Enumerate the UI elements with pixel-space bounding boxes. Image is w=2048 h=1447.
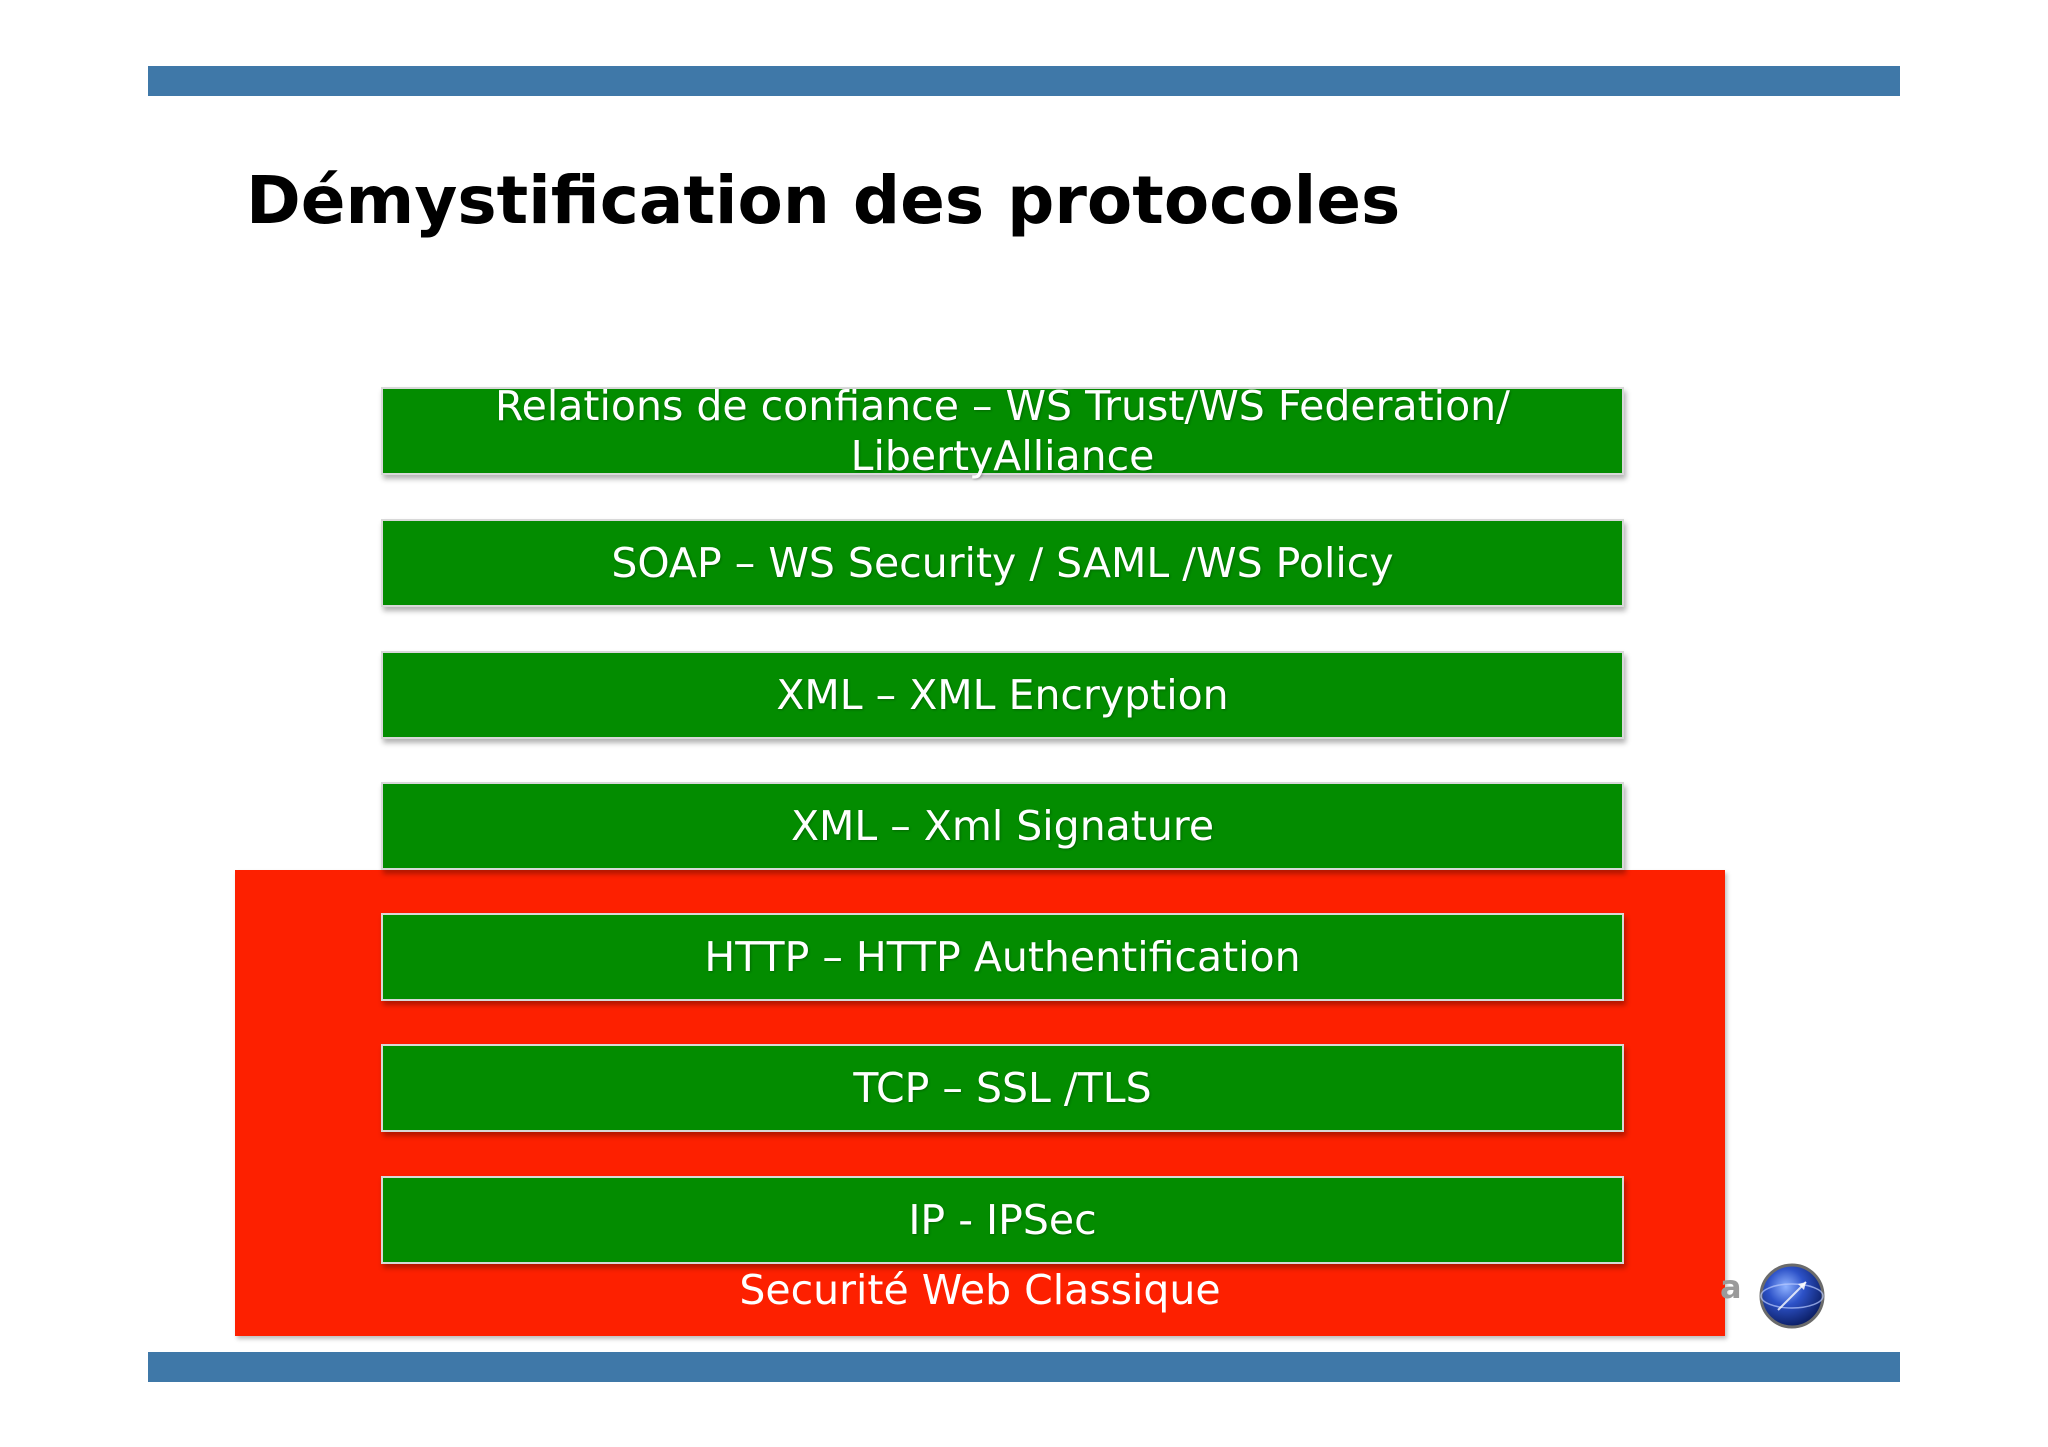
layer-xml-encryption: XML – XML Encryption bbox=[381, 651, 1624, 739]
bottom-footer-bar bbox=[148, 1352, 1900, 1382]
top-header-bar bbox=[148, 66, 1900, 96]
layer-ip: IP - IPSec bbox=[381, 1176, 1624, 1264]
layer-label: IP - IPSec bbox=[908, 1196, 1097, 1244]
layer-xml-signature: XML – Xml Signature bbox=[381, 782, 1624, 870]
layer-label: HTTP – HTTP Authentification bbox=[704, 933, 1301, 981]
layer-label: SOAP – WS Security / SAML /WS Policy bbox=[611, 539, 1394, 587]
layer-tcp: TCP – SSL /TLS bbox=[381, 1044, 1624, 1132]
layer-label: XML – Xml Signature bbox=[790, 802, 1215, 850]
layer-trust-federation: Relations de confiance – WS Trust/WS Fed… bbox=[381, 382, 1624, 480]
logo-partial-text: a bbox=[1720, 1268, 1742, 1306]
classic-zone-label: Securité Web Classique bbox=[739, 1266, 1221, 1314]
globe-icon bbox=[1759, 1263, 1825, 1329]
slide-title: Démystification des protocoles bbox=[246, 162, 1401, 239]
layer-label: TCP – SSL /TLS bbox=[853, 1064, 1152, 1112]
layer-soap: SOAP – WS Security / SAML /WS Policy bbox=[381, 519, 1624, 607]
layer-label: Relations de confiance – WS Trust/WS Fed… bbox=[495, 382, 1510, 480]
layer-label: XML – XML Encryption bbox=[776, 671, 1229, 719]
layer-http: HTTP – HTTP Authentification bbox=[381, 913, 1624, 1001]
